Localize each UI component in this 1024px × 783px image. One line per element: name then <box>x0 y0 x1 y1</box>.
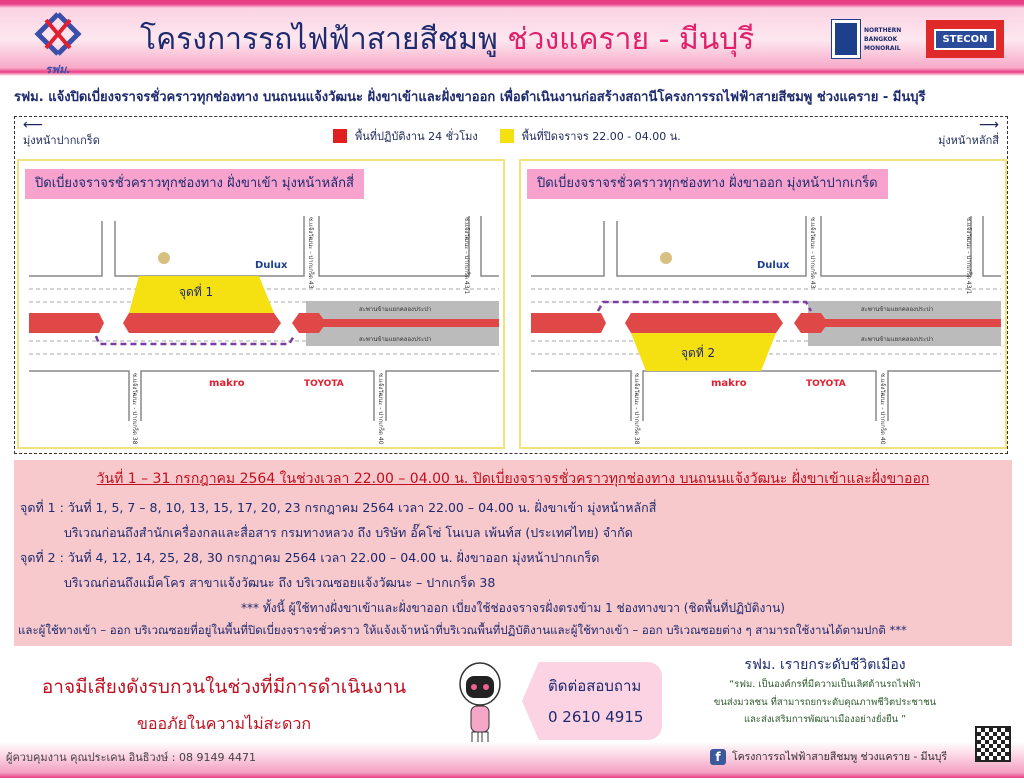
noise-apology: อาจมีเสียงดังรบกวนในช่วงที่มีการดำเนินงา… <box>41 676 407 733</box>
page-title: โครงการรถไฟฟ้าสายสีชมพู ช่วงแคราย - มีนบ… <box>140 22 755 57</box>
facebook-icon[interactable]: f <box>710 748 726 765</box>
brand-label: Dulux <box>757 260 790 271</box>
soi-label: ซ.แจ้งวัฒนะ - ปากเกร็ด 38 <box>633 373 642 445</box>
facebook-page-link[interactable]: โครงการรถไฟฟ้าสายสีชมพู ช่วงแคราย - มีนบ… <box>732 751 948 763</box>
soi-label: ซ.แจ้งวัฒนะ - ปากเกร็ด 40 <box>879 373 888 445</box>
direction-left: ⟵ มุ่งหน้าปากเกร็ด <box>23 117 100 147</box>
bridge-label: สะพานข้ามแยกคลองประปา <box>359 336 431 343</box>
traffic-diagram: ⟵ มุ่งหน้าปากเกร็ด พื้นที่ปฏิบัติงาน 24 … <box>14 116 1008 454</box>
header-banner: รฟม. โครงการรถไฟฟ้าสายสีชมพู ช่วงแคราย -… <box>0 0 1024 76</box>
brand-label: TOYOTA <box>806 379 846 389</box>
soi-label: ซ.แจ้งวัฒนะ - ปากเกร็ด 43 <box>809 217 818 289</box>
zone-label: จุดที่ 2 <box>681 344 715 361</box>
bridge-label: สะพานข้ามแยกคลองประปา <box>861 336 933 343</box>
point2-area: บริเวณก่อนถึงแม็คโคร สาขาแจ้งวัฒนะ ถึง บ… <box>64 575 496 590</box>
detour-path <box>94 335 296 346</box>
brand-label: Dulux <box>255 260 288 271</box>
panel-outbound: ปิดเบี่ยงจราจรชั่วคราวทุกช่องทาง ฝั่งขาอ… <box>519 159 1007 449</box>
note-line-2: และผู้ใช้ทางเข้า – ออก บริเวณซอยที่อยู่ใ… <box>18 623 907 637</box>
closure-zone-yellow <box>631 333 776 371</box>
legend-yellow-swatch <box>499 129 514 143</box>
contact-label: ติดต่อสอบถาม <box>548 677 642 695</box>
schedule-info: วันที่ 1 – 31 กรกฎาคม 2564 ในช่วงเวลา 22… <box>14 460 1012 646</box>
schedule-heading: วันที่ 1 – 31 กรกฎาคม 2564 ในช่วงเวลา 22… <box>96 471 930 487</box>
legend-red-swatch <box>333 129 347 143</box>
vision-block: รฟม. เรายกระดับชีวิตเมือง “รฟม. เป็นองค์… <box>713 657 937 725</box>
nbm-logo-mark <box>831 19 861 59</box>
contact-box: ติดต่อสอบถาม 0 2610 4915 <box>522 662 662 740</box>
panel-title: ปิดเบี่ยงจราจรชั่วคราวทุกช่องทาง ฝั่งขาอ… <box>527 169 888 199</box>
road-map-2: จุดที่ 2 Dulux makro TOYOTA สะพานข้ามแยก… <box>531 216 1001 445</box>
panel-title: ปิดเบี่ยงจราจรชั่วคราวทุกช่องทาง ฝั่งขาเ… <box>25 169 364 199</box>
soi-label: ซ.แจ้งวัฒนะ - ปากเกร็ด 38 <box>131 373 140 445</box>
mrta-logo: รฟม. <box>18 12 98 76</box>
brand-label: TOYOTA <box>304 379 344 389</box>
work-zone-red <box>29 313 499 333</box>
contact-phone[interactable]: 0 2610 4915 <box>548 708 644 726</box>
soi-label: ซ.แจ้งวัฒนะ - ปากเกร็ด 43 <box>307 217 316 289</box>
zone-label: จุดที่ 1 <box>179 283 213 300</box>
brand-label: makro <box>209 378 245 389</box>
emblem-icon <box>158 252 170 264</box>
stecon-logo: STECON <box>926 20 1004 58</box>
closure-zone-yellow <box>129 276 274 313</box>
point2-dates: จุดที่ 2 : วันที่ 4, 12, 14, 25, 28, 30 … <box>20 550 600 565</box>
legend: พื้นที่ปฏิบัติงาน 24 ชั่วโมง พื้นที่ปิดจ… <box>333 127 681 145</box>
bridge-label: สะพานข้ามแยกคลองประปา <box>359 306 431 313</box>
point1-dates: จุดที่ 1 : วันที่ 1, 5, 7 – 8, 10, 13, 1… <box>20 500 657 515</box>
work-zone-red <box>531 313 1001 333</box>
soi-label: ซ.แจ้งวัฒนะ - ปากเกร็ด 40 <box>377 373 386 445</box>
footer-bar: ผู้ควบคุมงาน คุณประเคน อินธิวงษ์ : 08 91… <box>0 742 1024 778</box>
bridge-label: สะพานข้ามแยกคลองประปา <box>861 306 933 313</box>
road-map-1: จุดที่ 1 Dulux makro TOYOTA สะพานข้ามแยก… <box>29 216 499 445</box>
announcement-subtitle: รฟม. แจ้งปิดเบี่ยงจราจรชั่วคราวทุกช่องทา… <box>14 90 926 105</box>
soi-label: ซ.แจ้งวัฒนะ - ปากเกร็ด 43/1 <box>463 217 472 295</box>
panel-inbound: ปิดเบี่ยงจราจรชั่วคราวทุกช่องทาง ฝั่งขาเ… <box>17 159 505 449</box>
note-line-1: *** ทั้งนี้ ผู้ใช้ทางฝั่งขาเข้าและฝั่งขา… <box>241 601 785 615</box>
detour-path <box>596 300 813 312</box>
arrow-left-icon: ⟵ <box>23 117 44 133</box>
point1-area: บริเวณก่อนถึงสำนักเครื่องกลและสื่อสาร กร… <box>64 525 633 540</box>
direction-right: ⟶ มุ่งหน้าหลักสี่ <box>938 117 999 147</box>
qr-code[interactable] <box>975 726 1011 762</box>
emblem-icon <box>660 252 672 264</box>
arrow-right-icon: ⟶ <box>978 117 999 133</box>
soi-label: ซ.แจ้งวัฒนะ - ปากเกร็ด 43/1 <box>965 217 974 295</box>
brand-label: makro <box>711 378 747 389</box>
mascot <box>455 662 505 750</box>
supervisor-contact: ผู้ควบคุมงาน คุณประเคน อินธิวงษ์ : 08 91… <box>6 751 256 764</box>
